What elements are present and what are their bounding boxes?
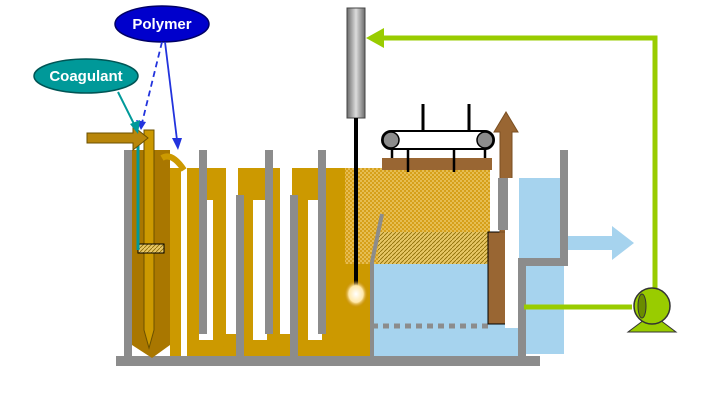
right-wall <box>518 262 526 360</box>
coagulant-callout: Coagulant <box>33 58 140 134</box>
flotation-tank <box>345 168 522 358</box>
recycle-arrowhead <box>366 28 384 48</box>
bubble-release-nozzle <box>344 280 368 308</box>
coagulant-leader <box>117 91 137 129</box>
channel-gap-3 <box>226 168 238 334</box>
baffle <box>318 150 326 334</box>
recycle-pump <box>626 287 678 333</box>
tank-floor <box>116 356 540 366</box>
polymer-leader <box>164 41 178 141</box>
outlet-weir <box>498 178 508 230</box>
air-bubble-plume <box>345 168 372 262</box>
conveyor-belt <box>381 130 495 150</box>
left-wall <box>124 150 132 362</box>
polymer-label: Polymer <box>132 16 191 33</box>
saturator-tube <box>346 7 366 119</box>
rapid-mix-chamber <box>86 124 187 358</box>
outlet-wall <box>560 150 568 262</box>
polymer-leader-dashed <box>140 41 163 128</box>
inclined-baffle <box>370 213 384 263</box>
baffle <box>199 150 207 334</box>
clear-water-arrow <box>564 226 634 260</box>
baffles <box>199 150 326 360</box>
recycle-loop <box>378 35 658 310</box>
air-injection-probe <box>344 7 368 308</box>
tank-walls <box>116 150 568 366</box>
weir-step <box>518 258 568 266</box>
coagulant-label: Coagulant <box>49 68 122 85</box>
baffle <box>236 195 244 360</box>
channel-gap-5 <box>280 168 292 334</box>
raw-water-inlet-arrow <box>86 124 149 152</box>
channel-gap-1 <box>181 168 187 358</box>
belt-pulley <box>476 131 494 149</box>
recycle-line-up <box>378 35 658 295</box>
baffle <box>290 195 298 360</box>
mixer-paddle <box>137 243 165 254</box>
scraper-plate <box>382 158 492 170</box>
float-layer <box>378 232 490 264</box>
mixer-shaft <box>143 129 155 350</box>
belt-pulley <box>382 131 400 149</box>
polymer-callout: Polymer <box>114 5 210 150</box>
coagulant-bubble <box>33 58 139 94</box>
inlet-surface <box>160 153 187 172</box>
sludge-scraper <box>381 104 495 172</box>
baffle <box>265 150 273 334</box>
